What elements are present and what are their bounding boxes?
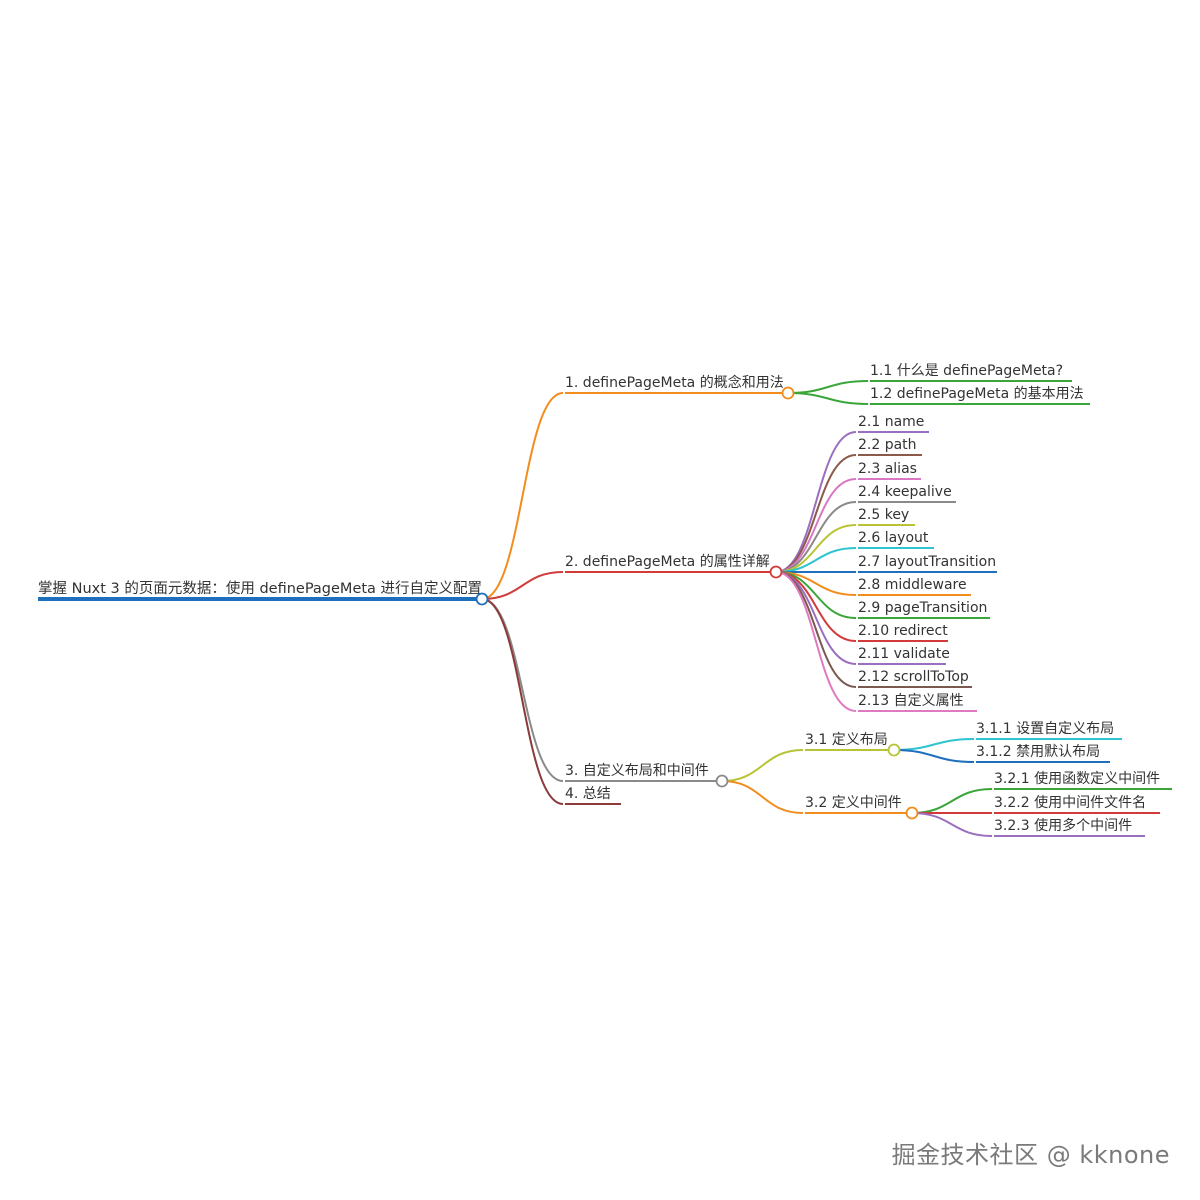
branch-2-toggle[interactable] — [769, 565, 783, 579]
edge-root-to-branch-4 — [481, 598, 564, 805]
node-2-7-label: 2.7 layoutTransition — [858, 554, 996, 570]
node-2-12-label: 2.12 scrollToTop — [858, 669, 969, 685]
edge-3-1-1 — [893, 738, 975, 751]
node-3-2-1-label: 3.2.1 使用函数定义中间件 — [994, 770, 1160, 787]
node-1-2-label: 1.2 definePageMeta 的基本用法 — [870, 385, 1084, 402]
branch-2-label: 2. definePageMeta 的属性详解 — [565, 554, 770, 570]
edge-2-4 — [775, 501, 857, 573]
node-2-10-label: 2.10 redirect — [858, 623, 948, 639]
edge-2-13 — [775, 571, 857, 712]
branch-1-label: 1. definePageMeta 的概念和用法 — [565, 374, 784, 391]
edge-1-1 — [787, 380, 869, 394]
edge-3-2-3 — [911, 812, 993, 837]
edge-3-2 — [721, 780, 804, 814]
node-3-2-2-label: 3.2.2 使用中间件文件名 — [994, 794, 1146, 811]
node-2-2-label: 2.2 path — [858, 437, 917, 453]
watermark-text: 掘金技术社区 @ kknone — [891, 1141, 1170, 1169]
branch-3-label: 3. 自定义布局和中间件 — [565, 763, 709, 779]
node-3-1-label: 3.1 定义布局 — [805, 732, 888, 748]
node-2-5-label: 2.5 key — [858, 507, 909, 523]
node-2-3-label: 2.3 alias — [858, 461, 917, 477]
node-3-1-1-label: 3.1.1 设置自定义布局 — [976, 721, 1114, 737]
edge-1-2 — [787, 392, 869, 405]
edge-2-2 — [775, 454, 857, 573]
node-3-2-label: 3.2 定义中间件 — [805, 795, 902, 811]
edge-3-2-1 — [911, 788, 993, 814]
branch-3-toggle[interactable] — [715, 774, 729, 788]
node-3-2-toggle[interactable] — [905, 806, 919, 820]
node-2-4-label: 2.4 keepalive — [858, 484, 952, 500]
node-3-2-3-label: 3.2.3 使用多个中间件 — [994, 817, 1132, 834]
node-2-6-label: 2.6 layout — [858, 530, 929, 546]
node-2-11-label: 2.11 validate — [858, 646, 950, 662]
node-3-1-2-label: 3.1.2 禁用默认布局 — [976, 744, 1100, 760]
edge-root-to-branch-2 — [481, 571, 564, 600]
edge-2-3 — [775, 478, 857, 573]
edge-root-to-branch-1 — [481, 392, 564, 600]
root-node-toggle[interactable] — [475, 592, 489, 606]
node-2-13-label: 2.13 自定义属性 — [858, 693, 964, 709]
root-node-label: 掌握 Nuxt 3 的页面元数据：使用 definePageMeta 进行自定义… — [38, 580, 482, 597]
node-2-8-label: 2.8 middleware — [858, 577, 967, 593]
branch-1-toggle[interactable] — [781, 386, 795, 400]
node-2-9-label: 2.9 pageTransition — [858, 600, 987, 616]
node-2-1-label: 2.1 name — [858, 414, 924, 430]
branch-4-label: 4. 总结 — [565, 786, 611, 802]
edge-2-12 — [775, 571, 857, 688]
edge-3-1 — [721, 749, 804, 782]
edge-root-to-branch-3 — [481, 598, 564, 782]
node-3-1-toggle[interactable] — [887, 743, 901, 757]
edge-2-11 — [775, 571, 857, 665]
edge-2-1 — [775, 431, 857, 573]
edge-3-1-2 — [893, 749, 975, 763]
node-1-1-label: 1.1 什么是 definePageMeta? — [870, 363, 1063, 379]
